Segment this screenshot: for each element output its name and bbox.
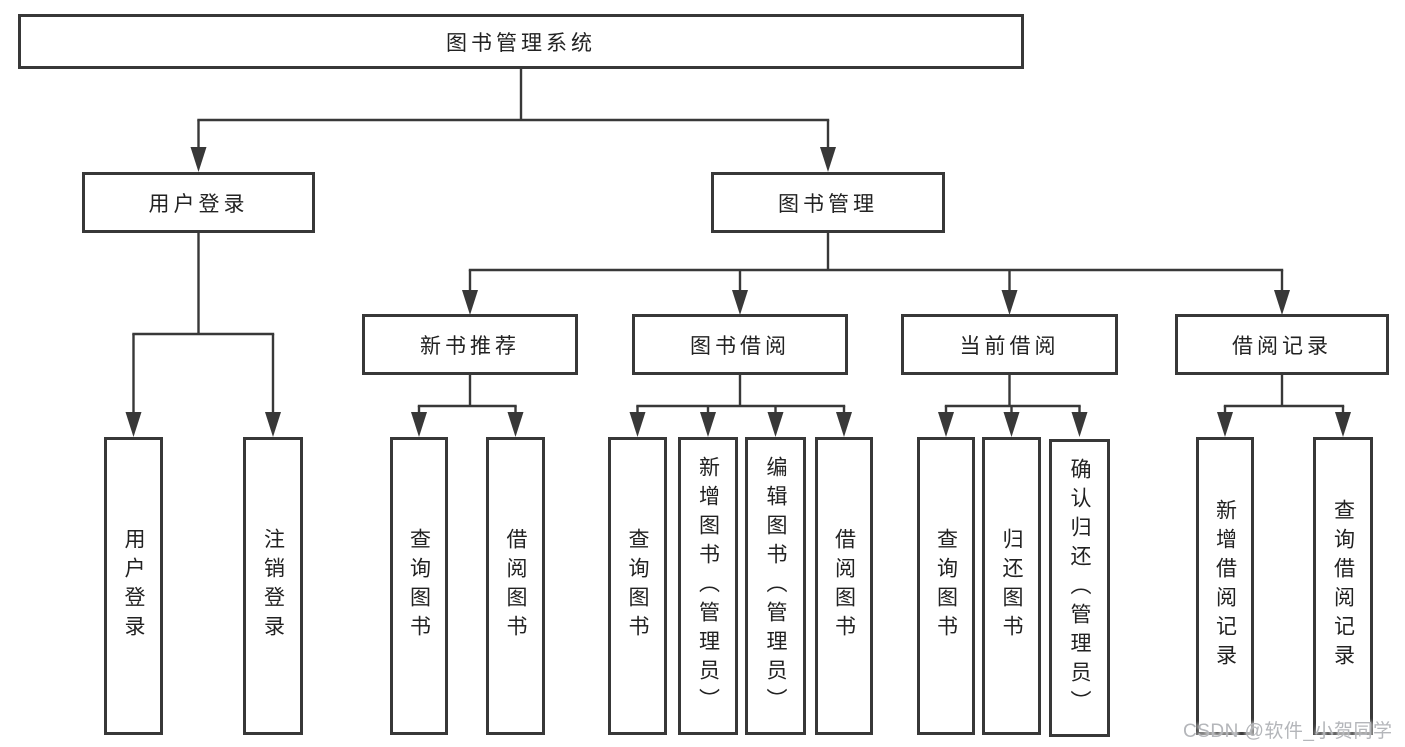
node-book-borrow: 图书借阅 [632,314,848,375]
node-book-management: 图书管理 [711,172,945,233]
node-book-management-label: 图书管理 [778,192,878,216]
leaf-borrow-books-recommend: 借阅图书 [486,437,545,735]
node-borrow-records-label: 借阅记录 [1232,334,1332,358]
leaf-logout: 注销登录 [243,437,303,735]
leaf-logout-label: 注销登录 [261,528,285,644]
node-user-login: 用户登录 [82,172,315,233]
leaf-query-books-borrow-label: 查询图书 [626,528,649,644]
node-root-label: 图书管理系统 [446,31,596,55]
node-user-login-label: 用户登录 [148,192,249,216]
leaf-query-borrow-record: 查询借阅记录 [1313,437,1373,735]
leaf-borrow-books-label: 借阅图书 [832,528,856,644]
leaf-edit-books-admin: 编辑图书（管理员） [745,437,806,735]
leaf-confirm-return-admin: 确认归还（管理员） [1049,439,1110,737]
leaf-user-login-label: 用户登录 [122,528,145,644]
leaf-add-borrow-record-label: 新增借阅记录 [1213,499,1237,673]
leaf-query-borrow-record-label: 查询借阅记录 [1331,499,1355,673]
leaf-add-borrow-record: 新增借阅记录 [1196,437,1254,735]
leaf-query-books-recommend-label: 查询图书 [407,528,431,644]
csdn-watermark: CSDN @软件_小贺同学 [1183,721,1393,742]
node-new-book-recommend-label: 新书推荐 [420,334,520,358]
leaf-borrow-books: 借阅图书 [815,437,873,735]
leaf-query-books-current: 查询图书 [917,437,975,735]
leaf-query-books-recommend: 查询图书 [390,437,448,735]
leaf-borrow-books-recommend-label: 借阅图书 [504,528,527,644]
node-book-borrow-label: 图书借阅 [690,334,790,358]
leaf-edit-books-admin-label: 编辑图书（管理员） [764,455,787,717]
node-new-book-recommend: 新书推荐 [362,314,578,375]
node-borrow-records: 借阅记录 [1175,314,1389,375]
node-current-borrow-label: 当前借阅 [959,334,1060,358]
leaf-return-books-label: 归还图书 [1000,528,1023,644]
node-current-borrow: 当前借阅 [901,314,1118,375]
leaf-query-books-current-label: 查询图书 [934,528,958,644]
leaf-user-login: 用户登录 [104,437,163,735]
leaf-return-books: 归还图书 [982,437,1041,735]
leaf-add-books-admin: 新增图书（管理员） [678,437,738,735]
leaf-confirm-return-admin-label: 确认归还（管理员） [1068,457,1091,719]
node-root: 图书管理系统 [18,14,1024,69]
leaf-query-books-borrow: 查询图书 [608,437,667,735]
leaf-add-books-admin-label: 新增图书（管理员） [696,455,720,717]
